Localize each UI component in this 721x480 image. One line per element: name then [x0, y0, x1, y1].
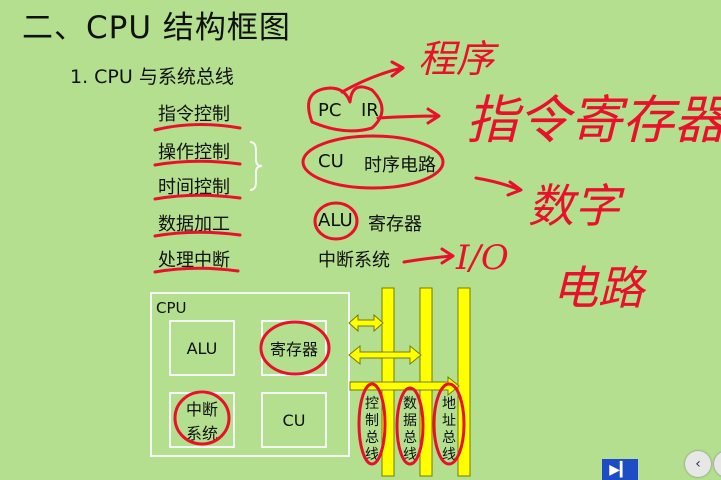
data-bus-label: 数据总线	[403, 396, 417, 463]
function-time-control: 时间控制	[158, 177, 230, 198]
annotation-instruction-register: 指令寄存器	[466, 91, 721, 151]
diagram-alu-label: ALU	[186, 338, 218, 358]
page-title: 二、CPU 结构框图	[22, 10, 291, 46]
chevron-left-icon: ‹	[695, 456, 701, 472]
function-interrupt-handling: 处理中断	[158, 250, 230, 271]
component-pc: PC	[318, 100, 342, 121]
diagram-interrupt-label-line1: 中断	[185, 400, 218, 419]
address-bus-line	[457, 287, 471, 477]
function-data-processing: 数据加工	[158, 214, 230, 235]
next-page-button[interactable]: ›	[714, 451, 721, 477]
diagram-alu-box: ALU	[169, 320, 235, 376]
control-bus-label: 控制总线	[365, 396, 379, 463]
annotation-digital: 数字	[528, 179, 620, 233]
component-ir: IR	[361, 100, 379, 121]
arrow-register-control	[348, 313, 384, 333]
component-register: 寄存器	[368, 214, 422, 235]
next-slide-button[interactable]: ▶▎	[602, 459, 638, 480]
function-operation-control: 操作控制	[158, 142, 230, 163]
function-instruction-control: 指令控制	[158, 104, 230, 125]
arrow-register-data	[348, 344, 422, 366]
play-next-icon: ▶▎	[609, 461, 631, 478]
diagram-cu-box: CU	[261, 392, 327, 448]
component-alu: ALU	[318, 210, 353, 231]
annotation-io: I/O	[456, 238, 509, 278]
component-interrupt-system: 中断系统	[318, 250, 390, 271]
diagram-interrupt-label-line2: 系统	[185, 424, 218, 443]
address-bus-label: 地址总线	[442, 396, 456, 463]
annotation-circuit: 电路	[552, 261, 644, 315]
prev-page-button[interactable]: ‹	[685, 451, 711, 477]
diagram-register-label: 寄存器	[269, 340, 318, 359]
component-timing-circuit: 时序电路	[364, 155, 436, 176]
brace-symbol	[249, 141, 263, 191]
section-subtitle: 1. CPU 与系统总线	[70, 66, 234, 88]
component-cu: CU	[318, 151, 344, 172]
cpu-block-label: CPU	[156, 299, 187, 317]
diagram-cu-label: CU	[282, 410, 306, 430]
annotation-program: 程序	[418, 37, 495, 81]
cpu-block	[150, 292, 350, 457]
